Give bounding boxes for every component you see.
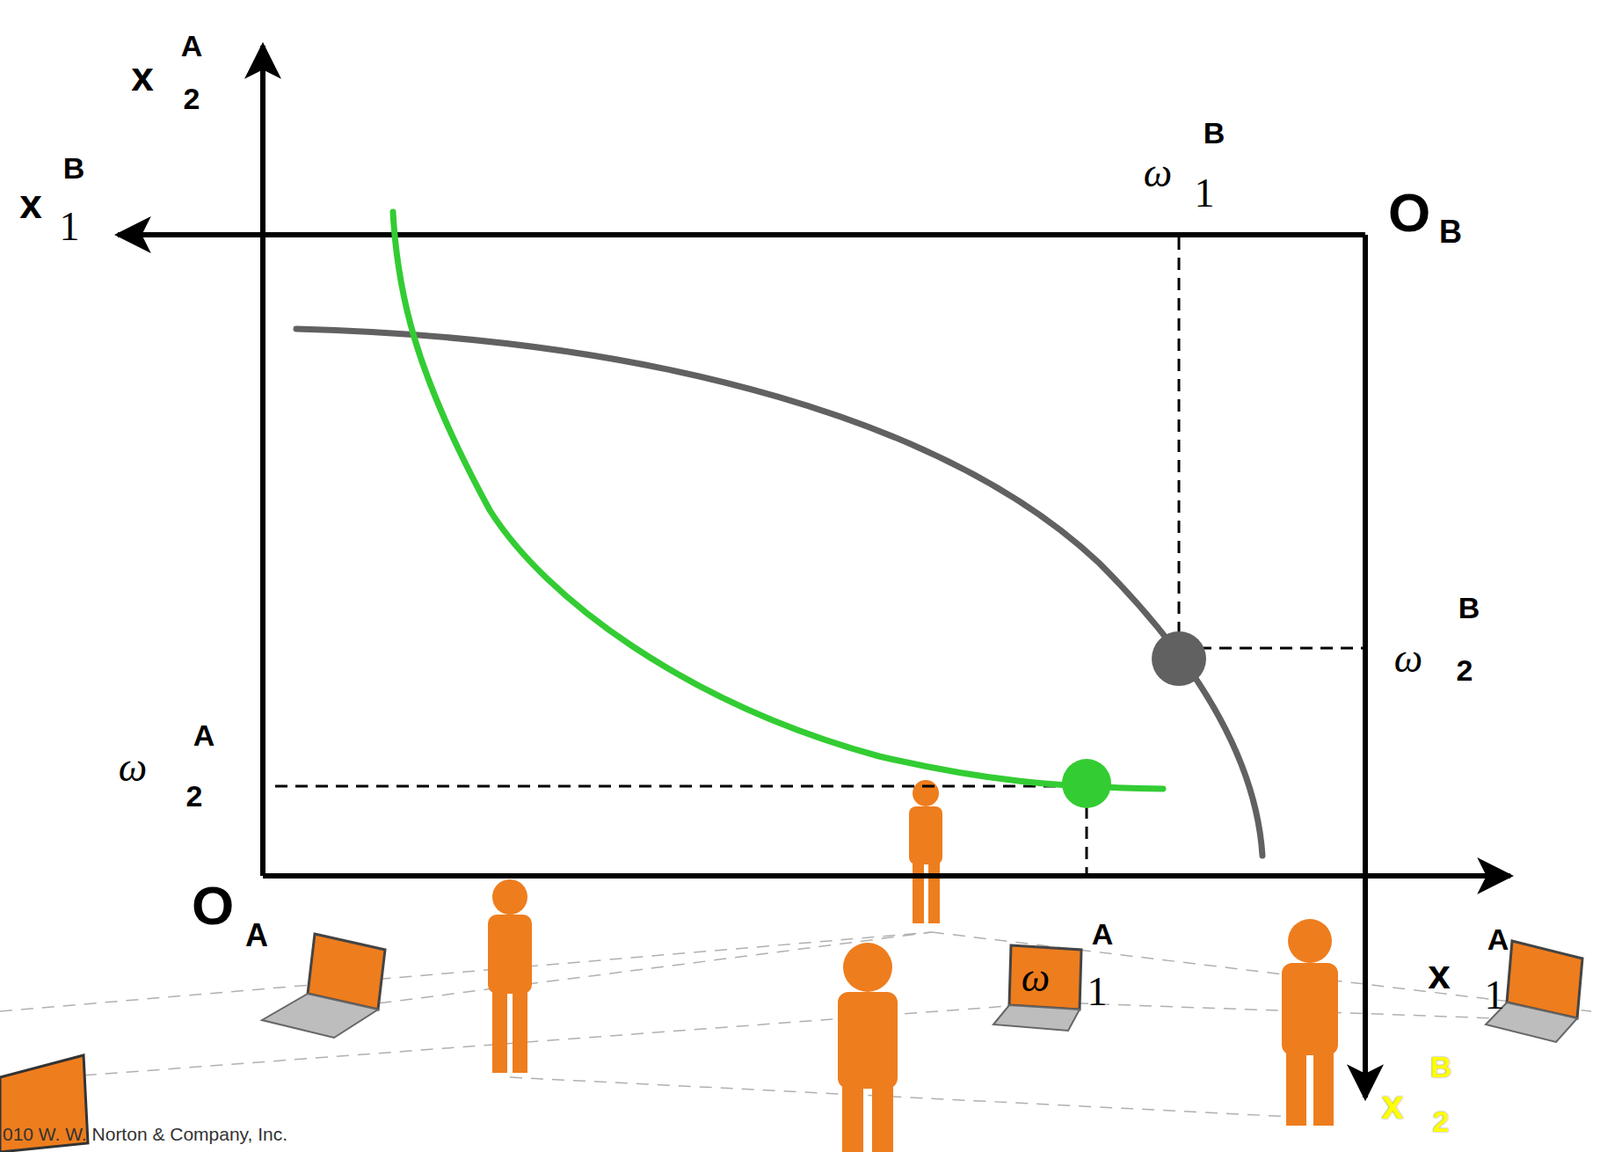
axis-symbol: ω — [1143, 152, 1172, 194]
indifference-curve-a — [392, 211, 1164, 789]
endowment-dot-b — [1151, 631, 1207, 686]
copyright-note: 010 W. W. Norton & Company, Inc. — [2, 1124, 288, 1143]
axis-symbol: x — [130, 56, 154, 97]
axis-symbol: 1 — [1087, 971, 1108, 1012]
axis-symbol: O — [1388, 185, 1431, 240]
axis-symbol: 2 — [183, 83, 201, 114]
axis-symbol: A — [193, 720, 216, 750]
axis-symbol: O — [191, 878, 234, 933]
axis-symbol: 1 — [1484, 974, 1506, 1016]
endowment-dot-a — [1061, 758, 1112, 808]
axis-symbol: B — [1439, 216, 1462, 248]
axis-symbol: 2 — [1456, 654, 1474, 685]
laptop-icons — [0, 933, 1583, 1152]
axis-symbol: B — [1203, 117, 1226, 148]
axis-symbol: 1 — [1194, 173, 1215, 214]
axis-symbol: 2 — [1432, 1105, 1450, 1136]
person-figures — [487, 779, 1339, 1152]
axis-symbol: B — [1458, 592, 1481, 623]
network-lines — [0, 931, 1592, 1117]
axis-symbol: ω — [1394, 638, 1423, 679]
axis-symbol: x — [1427, 953, 1451, 995]
axis-symbol: x — [1381, 1083, 1404, 1125]
axis-symbol: ω — [118, 747, 147, 788]
axis-symbol: B — [1430, 1051, 1453, 1082]
axis-symbol: A — [245, 919, 269, 952]
axis-symbol: 1 — [59, 206, 80, 248]
endowment-dashes — [275, 237, 1363, 873]
axis-symbol: 2 — [186, 780, 204, 811]
axis-symbol: B — [63, 152, 86, 183]
axis-symbol: x — [19, 183, 43, 225]
axis-symbol: A — [1091, 918, 1114, 949]
axis-symbol: ω — [1021, 957, 1050, 998]
edgeworth-box — [117, 45, 1511, 1098]
axis-symbol: A — [181, 30, 204, 61]
axis-symbol: A — [1487, 923, 1510, 954]
